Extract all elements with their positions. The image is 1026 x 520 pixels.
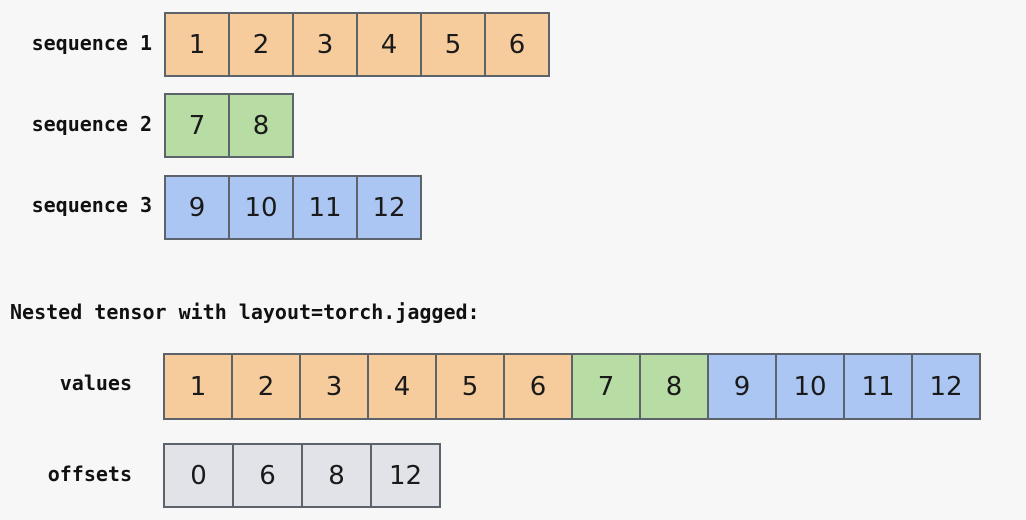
values-label: values [59,371,132,395]
sequence-3-cell: 10 [228,175,294,240]
offsets-cell: 6 [232,443,303,508]
values-cell: 6 [503,353,573,420]
values-cell: 8 [639,353,709,420]
sequence-1-cell: 4 [356,12,422,77]
offsets-cell: 0 [163,443,234,508]
offsets-cell: 8 [301,443,372,508]
sequence-3-label: sequence 3 [31,193,152,217]
sequence-1-label: sequence 1 [31,31,152,55]
sequence-2-cell: 7 [164,93,230,158]
sequence-1-cell: 1 [164,12,230,77]
offsets-label: offsets [47,462,132,486]
sequence-3-cell: 9 [164,175,230,240]
sequence-2-label: sequence 2 [31,112,152,136]
sequence-1-cell: 6 [484,12,550,77]
sequence-1-cell: 5 [420,12,486,77]
values-cell: 7 [571,353,641,420]
sequence-2-cell: 8 [228,93,294,158]
values-cell: 12 [911,353,981,420]
caption-text: Nested tensor with layout=torch.jagged: [10,300,480,324]
sequence-1-cell: 3 [292,12,358,77]
sequence-1-cell: 2 [228,12,294,77]
sequence-3-cell: 11 [292,175,358,240]
offsets-cell: 12 [370,443,441,508]
values-cell: 1 [163,353,233,420]
sequence-3-cell: 12 [356,175,422,240]
values-cell: 3 [299,353,369,420]
values-cell: 4 [367,353,437,420]
values-cell: 9 [707,353,777,420]
values-cell: 2 [231,353,301,420]
values-cell: 10 [775,353,845,420]
values-cell: 5 [435,353,505,420]
values-cell: 11 [843,353,913,420]
